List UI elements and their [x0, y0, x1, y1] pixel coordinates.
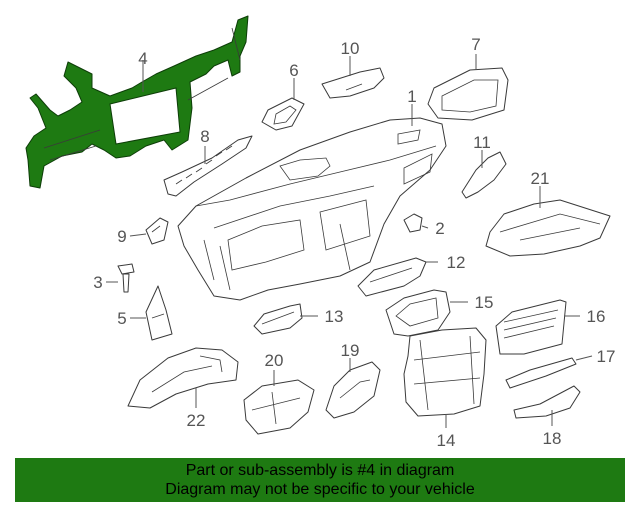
callout-9: 9 [117, 227, 126, 246]
callout-20: 20 [265, 351, 284, 370]
callout-10: 10 [341, 39, 360, 58]
part-17-trim-strip[interactable] [505, 357, 577, 389]
part-6-vent-bezel[interactable] [261, 97, 305, 131]
callout-6: 6 [289, 61, 298, 80]
callout-12: 12 [447, 253, 466, 272]
callout-13: 13 [325, 307, 344, 326]
part-18-lower-trim[interactable] [513, 385, 581, 419]
callout-11: 11 [473, 133, 491, 152]
part-info-line: Part or sub-assembly is #4 in diagram [185, 462, 455, 479]
part-info-banner: Part or sub-assembly is #4 in diagram Di… [15, 458, 625, 502]
part-1-instrument-panel[interactable] [177, 117, 447, 301]
part-11-side-trim[interactable] [461, 151, 507, 199]
part-13-switch-bezel[interactable] [253, 303, 303, 335]
callout-15: 15 [475, 293, 494, 312]
part-14-console-bracket[interactable] [403, 327, 487, 417]
part-4-cross-car-beam[interactable] [25, 15, 249, 189]
part-15-bezel-frame[interactable] [385, 289, 451, 337]
callout-2: 2 [435, 219, 444, 238]
part-21-knee-bolster[interactable] [485, 199, 611, 257]
callout-1: 1 [407, 87, 416, 106]
part-10-cover-panel[interactable] [321, 67, 385, 99]
part-2-clip[interactable] [403, 213, 423, 233]
callout-3: 3 [93, 273, 102, 292]
part-22-lower-panel[interactable] [127, 347, 239, 409]
part-16-control-panel[interactable] [495, 299, 567, 355]
callout-19: 19 [341, 341, 360, 360]
part-20-glove-box[interactable] [243, 379, 315, 435]
callout-21: 21 [531, 169, 550, 188]
part-3-screw[interactable] [117, 263, 135, 293]
leader-lines [106, 54, 593, 428]
callout-14: 14 [437, 431, 456, 450]
callout-7: 7 [471, 35, 480, 54]
callout-4: 4 [138, 49, 147, 68]
callout-18: 18 [543, 429, 562, 448]
part-9-trim-cap[interactable] [145, 217, 169, 245]
callout-22: 22 [187, 411, 206, 430]
callout-16: 16 [587, 307, 606, 326]
callout-5: 5 [117, 309, 126, 328]
part-8-defroster-grille[interactable] [163, 135, 253, 197]
callout-8: 8 [200, 127, 209, 146]
part-7-display-housing[interactable] [427, 67, 509, 121]
part-19-storage-bin[interactable] [325, 361, 381, 419]
callout-labels: 4 1 2 3 5 6 7 8 9 10 11 12 13 14 15 16 1… [93, 35, 615, 450]
parts-diagram: 4 1 2 3 5 6 7 8 9 10 11 12 13 14 15 16 1… [25, 15, 615, 450]
disclaimer-line: Diagram may not be specific to your vehi… [165, 481, 475, 498]
part-5-pillar-trim[interactable] [145, 285, 173, 341]
part-12-vent-assembly[interactable] [357, 257, 427, 297]
callout-17: 17 [597, 347, 616, 366]
